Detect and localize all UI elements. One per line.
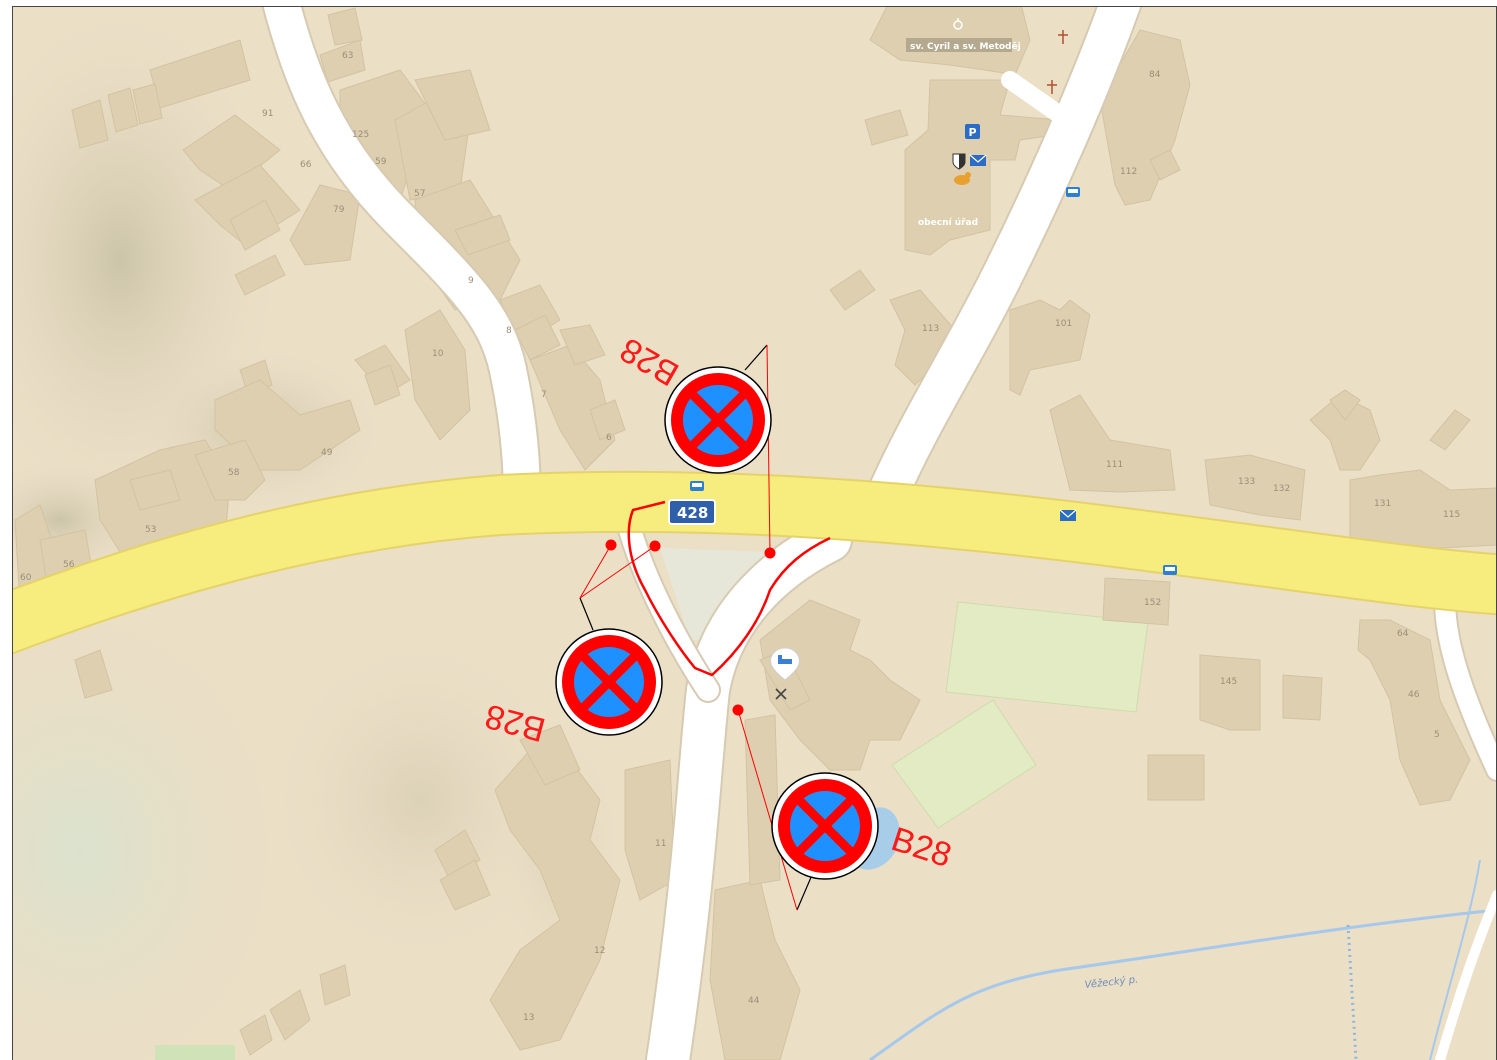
cross-icon bbox=[1058, 30, 1068, 44]
house-number: 145 bbox=[1220, 677, 1237, 687]
house-number: 9 bbox=[468, 276, 474, 286]
house-number: 63 bbox=[342, 51, 353, 61]
house-number: 11 bbox=[655, 839, 666, 849]
no-stopping-sign-icon bbox=[664, 366, 772, 474]
house-number: 49 bbox=[321, 448, 333, 458]
post-icon bbox=[1059, 509, 1077, 521]
house-number: 53 bbox=[145, 525, 156, 535]
house-number: 152 bbox=[1144, 598, 1161, 608]
house-number: 91 bbox=[262, 109, 273, 119]
house-number: 59 bbox=[375, 157, 387, 167]
svg-text:P: P bbox=[969, 126, 977, 139]
house-number: 132 bbox=[1273, 484, 1290, 494]
buildings bbox=[14, 0, 1497, 1060]
house-number: 46 bbox=[1408, 690, 1420, 700]
restaurant-icon bbox=[775, 688, 787, 700]
green-areas bbox=[155, 548, 1149, 1060]
house-number: 133 bbox=[1238, 477, 1255, 487]
parking-icon: P bbox=[965, 124, 980, 139]
house-number: 60 bbox=[20, 573, 32, 583]
house-number: 58 bbox=[228, 468, 240, 478]
church-icon bbox=[953, 18, 963, 30]
house-number: 113 bbox=[922, 324, 939, 334]
page-margin bbox=[0, 0, 12, 1060]
local-roads bbox=[259, 0, 1497, 1060]
road-number-label: 428 bbox=[677, 504, 708, 522]
house-number: 12 bbox=[594, 946, 605, 956]
restriction-zone-line bbox=[627, 500, 831, 677]
stream-label: Věžecký p. bbox=[1084, 973, 1139, 991]
house-numbers: 63 91 125 59 66 57 79 9 8 10 7 6 49 58 5… bbox=[20, 51, 1460, 1023]
house-number: 111 bbox=[1106, 460, 1123, 470]
house-number: 101 bbox=[1055, 319, 1072, 329]
sign-leaders bbox=[579, 344, 813, 911]
house-number: 64 bbox=[1397, 629, 1409, 639]
house-number: 112 bbox=[1120, 167, 1137, 177]
house-number: 57 bbox=[414, 189, 425, 199]
house-number: 56 bbox=[63, 560, 75, 570]
page-margin bbox=[0, 0, 1497, 6]
house-number: 7 bbox=[541, 390, 547, 400]
bus-stop-icon bbox=[690, 481, 704, 491]
road-number-shield: 428 bbox=[668, 499, 716, 525]
hotel-icon bbox=[770, 647, 800, 681]
cross-icon bbox=[1047, 80, 1057, 94]
house-number: 44 bbox=[748, 996, 760, 1006]
house-number: 10 bbox=[432, 349, 444, 359]
no-stopping-sign-icon bbox=[771, 772, 879, 880]
house-number: 115 bbox=[1443, 510, 1460, 520]
church-label-bg bbox=[906, 38, 1012, 52]
church-label: sv. Cyril a sv. Metoděj bbox=[910, 41, 1021, 52]
coat-of-arms-icon bbox=[952, 153, 966, 170]
municipal-office-label: obecní úřad bbox=[918, 218, 978, 228]
house-number: 8 bbox=[506, 326, 512, 336]
poi-layer: sv. Cyril a sv. Metoděj P obecní úřad bbox=[668, 18, 1177, 991]
house-number: 79 bbox=[333, 205, 345, 215]
house-number: 13 bbox=[523, 1013, 534, 1023]
main-road-428 bbox=[0, 470, 1497, 659]
house-number: 5 bbox=[1434, 730, 1440, 740]
house-number: 66 bbox=[300, 160, 312, 170]
bus-stop-icon bbox=[1066, 187, 1080, 197]
stream bbox=[869, 859, 1497, 1060]
house-number: 131 bbox=[1374, 499, 1391, 509]
no-stopping-sign-icon bbox=[555, 628, 663, 736]
terrain-shading bbox=[0, 10, 620, 1060]
post-icon bbox=[969, 154, 987, 166]
house-number: 6 bbox=[606, 433, 612, 443]
house-number: 125 bbox=[352, 130, 369, 140]
house-number: 84 bbox=[1149, 70, 1161, 80]
bus-stop-icon bbox=[1163, 565, 1177, 575]
playground-icon bbox=[954, 172, 971, 185]
